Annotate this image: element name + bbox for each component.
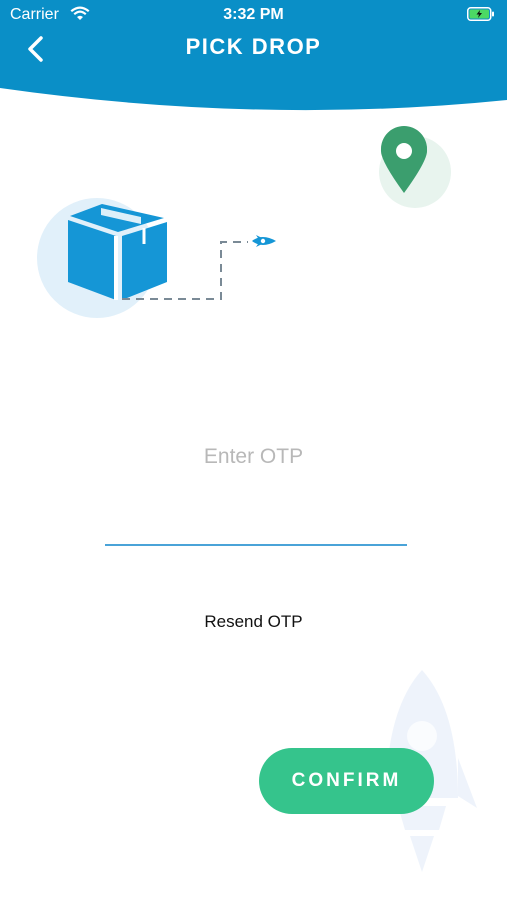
location-pin-icon [380, 126, 428, 193]
wifi-icon [70, 6, 90, 27]
box-icon [68, 204, 167, 300]
page-title: PICK DROP [185, 34, 322, 59]
carrier-label: Carrier [10, 6, 59, 23]
resend-otp-link[interactable]: Resend OTP [204, 612, 303, 631]
rocket-icon [252, 235, 276, 247]
status-bar: Carrier 3:32 PM [0, 0, 507, 30]
status-time: 3:32 PM [223, 6, 284, 23]
header-background [0, 0, 507, 120]
otp-input[interactable] [105, 500, 407, 546]
otp-label: Enter OTP [203, 445, 304, 468]
chevron-left-icon [28, 36, 43, 62]
confirm-button[interactable]: CONFIRM [259, 748, 434, 814]
battery-icon [467, 7, 495, 26]
delivery-illustration [0, 120, 507, 340]
back-button[interactable] [22, 34, 52, 64]
